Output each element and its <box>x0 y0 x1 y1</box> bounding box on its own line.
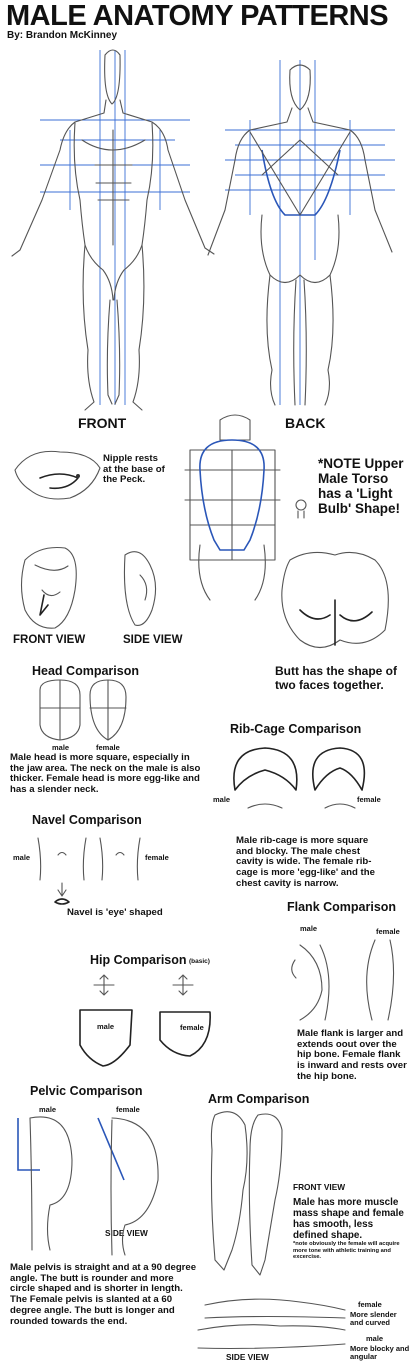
front-label: FRONT <box>78 415 127 431</box>
arm-front-view-label: FRONT VIEW <box>293 1182 346 1192</box>
torso-side-sketch <box>123 551 157 626</box>
hip-male-label: male <box>97 1022 115 1031</box>
pelvic-comparison-sketch <box>17 1116 159 1256</box>
pelvic-female-label: female <box>116 1105 140 1114</box>
pelvic-heading: Pelvic Comparison <box>30 1084 143 1098</box>
head-female-label: female <box>96 743 120 752</box>
ribcage-text: Male rib-cage is more square and blocky.… <box>236 835 375 889</box>
pelvic-side-view-label: SIDE VIEW <box>105 1228 148 1238</box>
arm-female-label: female <box>358 1300 382 1309</box>
torso-front-view-label: FRONT VIEW <box>13 634 86 646</box>
arm-text: Male has more muscle mass shape and fema… <box>293 1197 404 1242</box>
hip-heading: Hip Comparison <box>90 953 187 967</box>
nipple-note: Nipple rests at the base of the Peck. <box>103 453 165 486</box>
navel-text: Navel is 'eye' shaped <box>67 907 163 918</box>
butt-note: Butt has the shape of two faces together… <box>275 664 398 692</box>
navel-male-label: male <box>13 853 31 862</box>
head-comparison-sketch <box>39 679 127 741</box>
pelvic-male-label: male <box>39 1105 57 1114</box>
head-male-label: male <box>52 743 70 752</box>
light-bulb-note: *NOTE Upper Male Torso has a 'Light Bulb… <box>318 456 404 517</box>
hip-comparison-sketch <box>79 974 211 1067</box>
arm-female-desc: More slender and curved <box>350 1310 397 1328</box>
back-label: BACK <box>285 415 326 431</box>
flank-female-label: female <box>376 927 400 936</box>
ribcage-comparison-sketch <box>233 747 366 809</box>
flank-text: Male flank is larger and extends oout ov… <box>297 1028 407 1082</box>
ribcage-female-label: female <box>357 795 381 804</box>
navel-comparison-sketch <box>37 837 141 905</box>
ribcage-male-label: male <box>213 795 231 804</box>
flank-heading: Flank Comparison <box>287 900 397 914</box>
light-bulb-figure-sketch <box>184 414 307 601</box>
peck-sketch <box>14 450 101 500</box>
ribcage-heading: Rib-Cage Comparison <box>230 722 362 736</box>
arm-comparison-sketch <box>197 1111 346 1350</box>
arm-male-desc: More blocky and angular <box>350 1344 410 1362</box>
arm-side-view-label: SIDE VIEW <box>226 1352 269 1362</box>
pelvic-text: Male pelvis is straight and at a 90 degr… <box>10 1262 197 1327</box>
navel-heading: Navel Comparison <box>32 813 142 827</box>
author-credit: By: Brandon McKinney <box>7 30 118 41</box>
hip-basic-label: (basic) <box>189 958 210 965</box>
back-figure-sketch <box>207 60 395 406</box>
arm-heading: Arm Comparison <box>208 1092 310 1106</box>
flank-comparison-sketch <box>291 939 395 1021</box>
flank-male-label: male <box>300 924 318 933</box>
butt-sketch <box>281 551 389 649</box>
head-text: Male head is more square, especially in … <box>10 752 201 796</box>
navel-female-label: female <box>145 853 169 862</box>
arm-male-label: male <box>366 1334 384 1343</box>
hip-female-label: female <box>180 1023 204 1032</box>
torso-front-sketch <box>20 546 77 629</box>
page-title: MALE ANATOMY PATTERNS <box>6 0 389 32</box>
torso-side-view-label: SIDE VIEW <box>123 634 183 646</box>
arm-footnote: *note obviously the female will acquire … <box>293 1241 400 1261</box>
front-figure-sketch <box>11 49 215 411</box>
head-heading: Head Comparison <box>32 664 139 678</box>
